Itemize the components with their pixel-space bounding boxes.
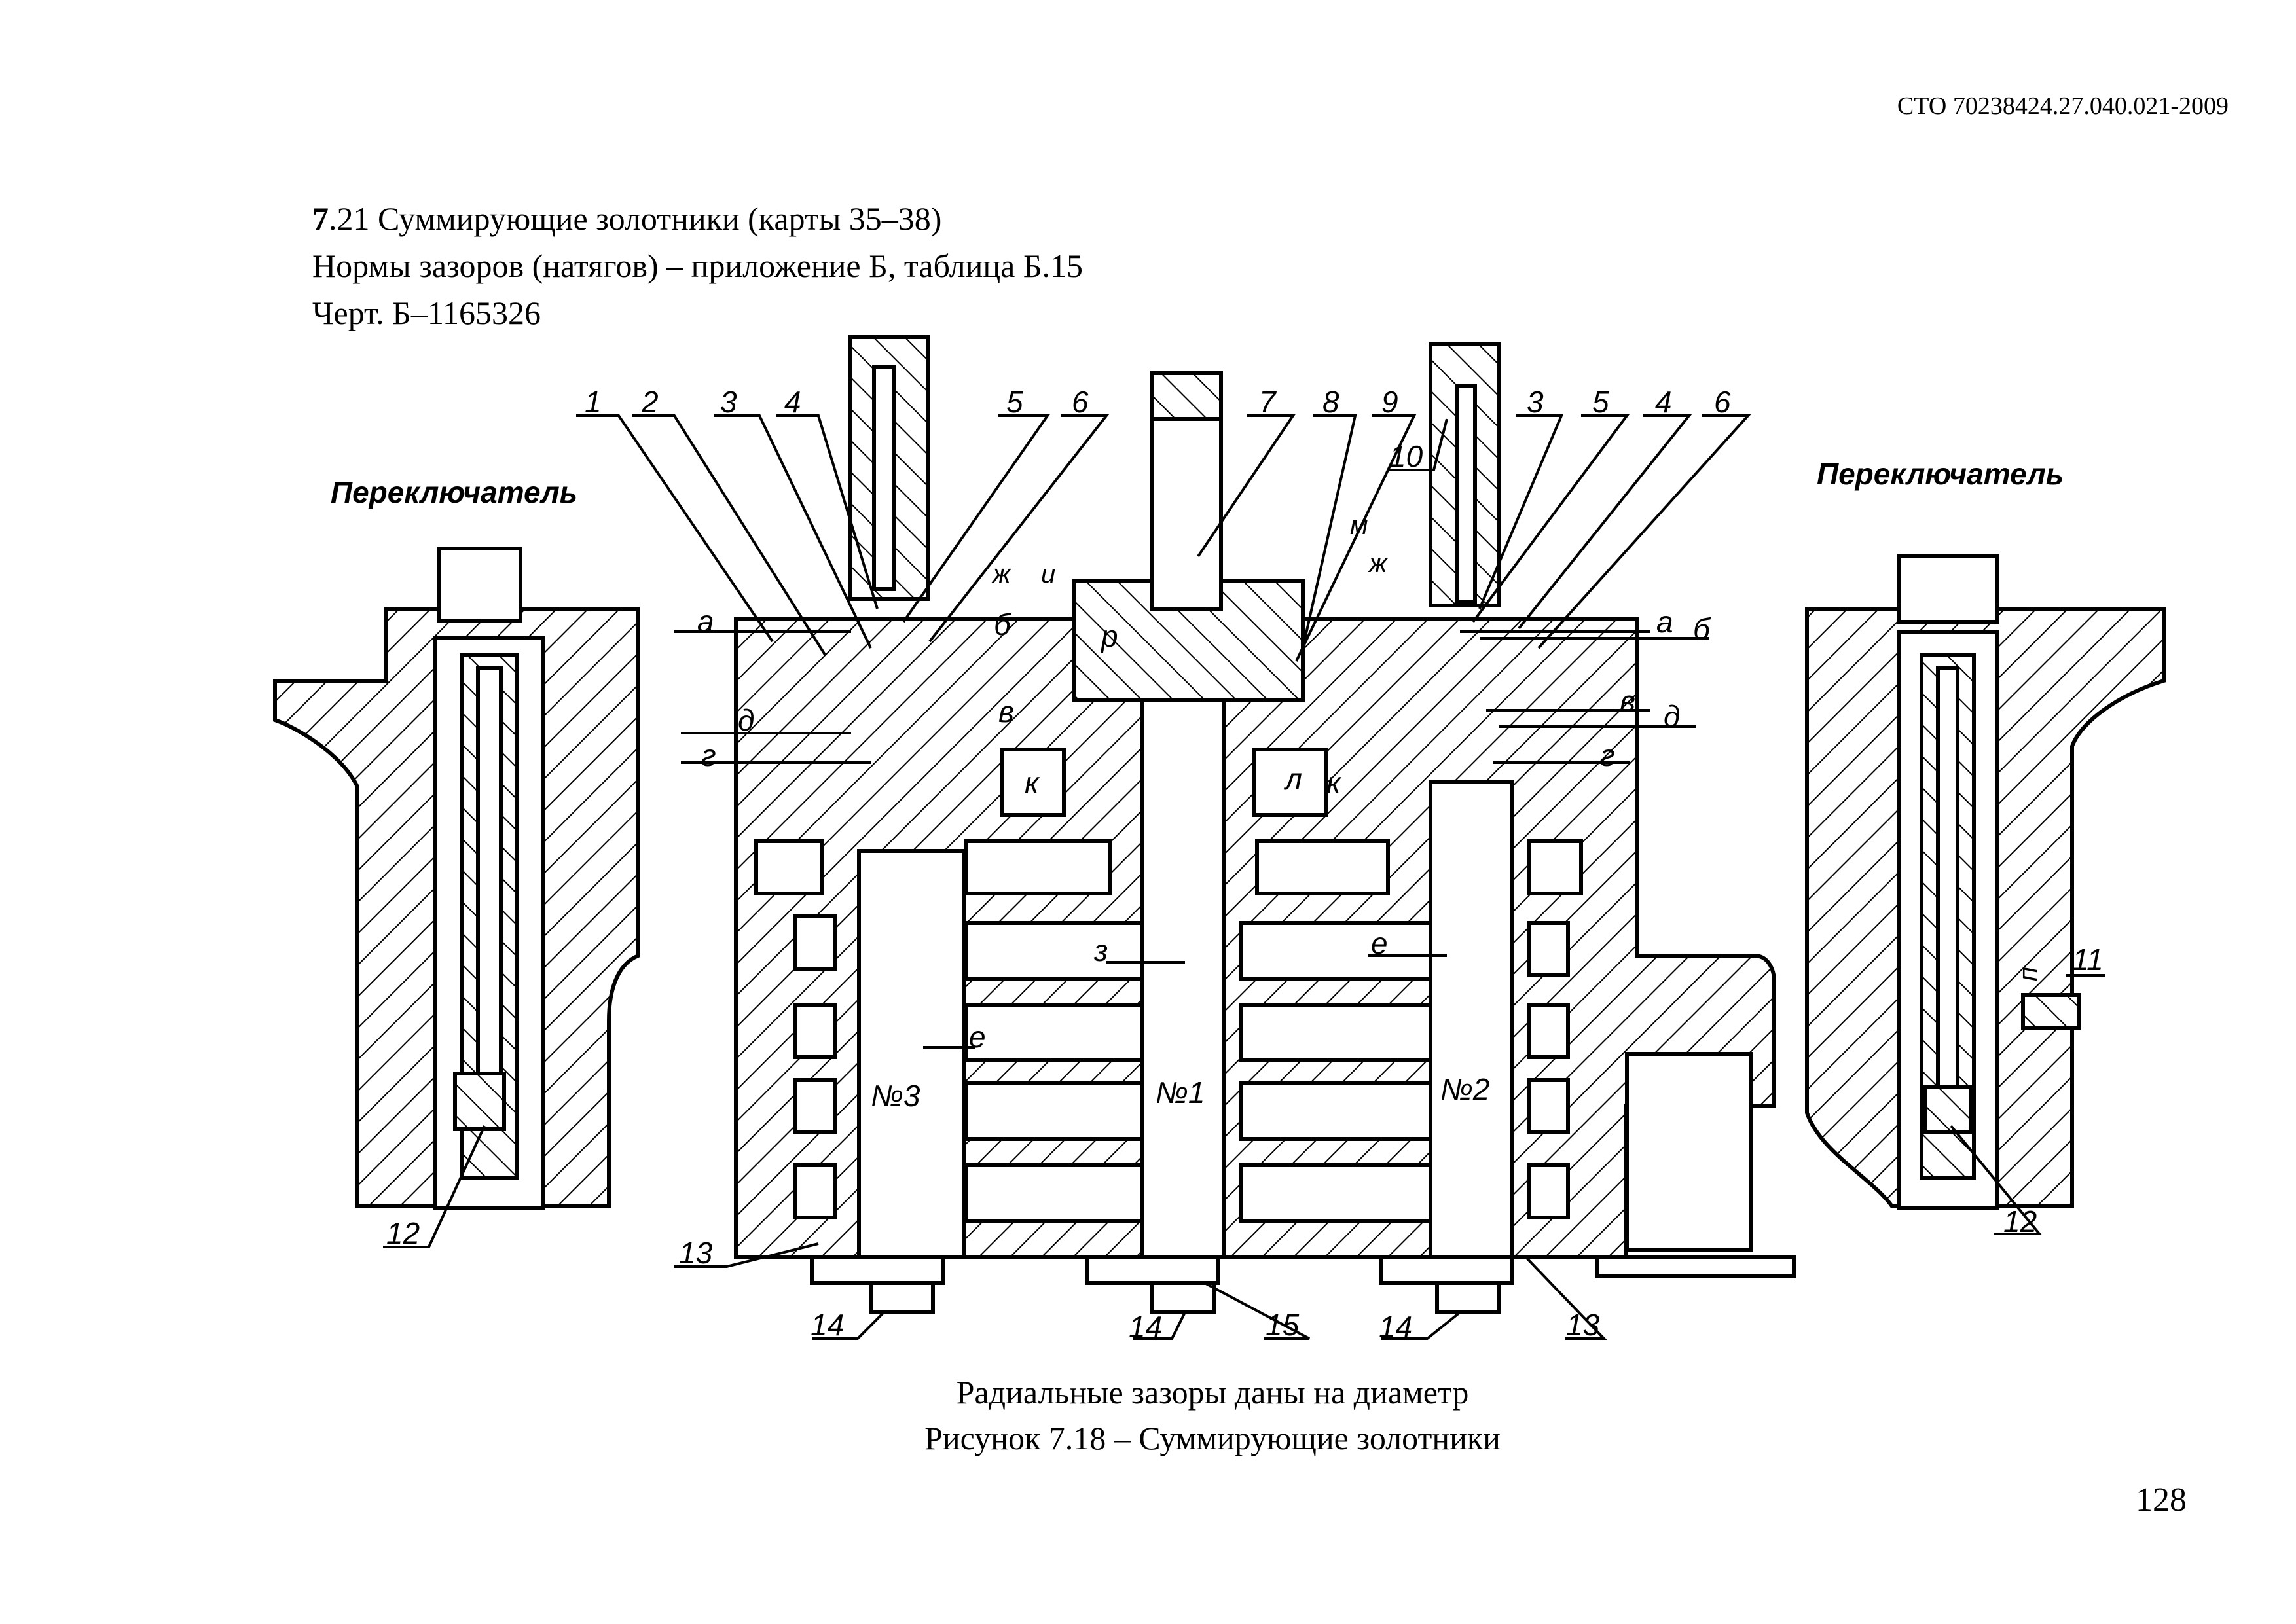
gap-letter: к [1326, 766, 1342, 800]
part-number: 3 [1527, 385, 1544, 419]
spool-label-2: №2 [1440, 1072, 1489, 1106]
gap-letter: л [1283, 762, 1302, 796]
right-switch-section [1805, 554, 2166, 1210]
left-switch-section [273, 547, 640, 1210]
part-number: 1 [585, 385, 602, 419]
part-number: 14 [1379, 1310, 1412, 1344]
gap-letter: з [1093, 933, 1108, 967]
spool-bore-2 [1429, 780, 1514, 1259]
gap-letter: п [2014, 967, 2043, 981]
gap-letter: в [1620, 684, 1635, 718]
section-number: 7 [312, 200, 329, 237]
spool-label-1: №1 [1156, 1075, 1205, 1110]
section-drawing-reference: Черт. Б–1165326 [312, 295, 541, 331]
part-number-labels: 1 2 3 4 5 6 7 8 9 10 3 5 4 6 11 12 12 13… [386, 385, 2104, 1344]
gap-letter: д [738, 703, 754, 737]
spool-bore-3 [857, 849, 966, 1259]
gap-letter: г [1600, 738, 1615, 772]
section-title-text: .21 Суммирующие золотники (карты 35–38) [329, 200, 942, 237]
spool-bore-1 [1140, 692, 1226, 1259]
part-number: 4 [784, 385, 801, 419]
section-title: 7.21 Суммирующие золотники (карты 35–38) [312, 195, 1083, 242]
figure-caption: Радиальные зазоры даны на диаметр Рисуно… [0, 1369, 2296, 1461]
gap-letter-labels: а б ж и в д г к р м ж л к а б в д г з е … [697, 511, 2043, 1054]
part-number: 5 [1006, 385, 1023, 419]
leader-lines [383, 414, 2105, 1340]
part-number: 8 [1322, 385, 1339, 419]
gap-letter: б [994, 607, 1012, 641]
summing-spools-body [734, 335, 1796, 1314]
gap-letter: и [1041, 560, 1055, 588]
gap-letter: б [1693, 612, 1711, 646]
part-number: 10 [1389, 439, 1423, 473]
caption-note: Радиальные зазоры даны на диаметр [956, 1374, 1469, 1411]
gap-letter: а [1656, 605, 1673, 639]
gap-letter: е [1371, 926, 1388, 960]
gap-letter: е [969, 1020, 986, 1054]
right-switch-title: Переключатель [1817, 457, 2064, 491]
gap-letter: к [1025, 766, 1040, 800]
part-number: 7 [1259, 385, 1277, 419]
part-number: 4 [1655, 385, 1672, 419]
part-number: 14 [1129, 1310, 1162, 1344]
section-norms-reference: Нормы зазоров (натягов) – приложение Б, … [312, 247, 1084, 284]
spool-label-3: №3 [871, 1079, 920, 1113]
part-number: 12 [2003, 1204, 2037, 1238]
page-number: 128 [2136, 1481, 2187, 1519]
part-number: 9 [1381, 385, 1398, 419]
gap-letter: г [701, 738, 716, 772]
left-switch-title: Переключатель [331, 475, 577, 509]
gap-letter: д [1664, 699, 1680, 733]
gap-letter: ж [1368, 549, 1388, 578]
gap-letter: р [1100, 619, 1118, 653]
part-number: 15 [1266, 1308, 1300, 1342]
part-number: 2 [641, 385, 659, 419]
gap-letter: а [697, 604, 714, 638]
part-number: 14 [811, 1308, 844, 1342]
part-number: 13 [1566, 1308, 1600, 1342]
gap-letter: в [998, 695, 1014, 729]
part-number: 5 [1592, 385, 1609, 419]
part-number: 13 [679, 1236, 713, 1270]
part-number: 12 [386, 1216, 420, 1250]
gap-letter: ж [991, 560, 1011, 588]
part-number: 6 [1714, 385, 1731, 419]
section-heading: 7.21 Суммирующие золотники (карты 35–38)… [312, 195, 1083, 336]
part-number: 6 [1072, 385, 1089, 419]
document-code: СТО 70238424.27.040.021-2009 [1897, 92, 2229, 120]
part-number: 11 [2072, 943, 2104, 977]
caption-title: Рисунок 7.18 – Суммирующие золотники [924, 1420, 1501, 1456]
part-number: 3 [720, 385, 737, 419]
gap-letter: м [1350, 511, 1368, 540]
